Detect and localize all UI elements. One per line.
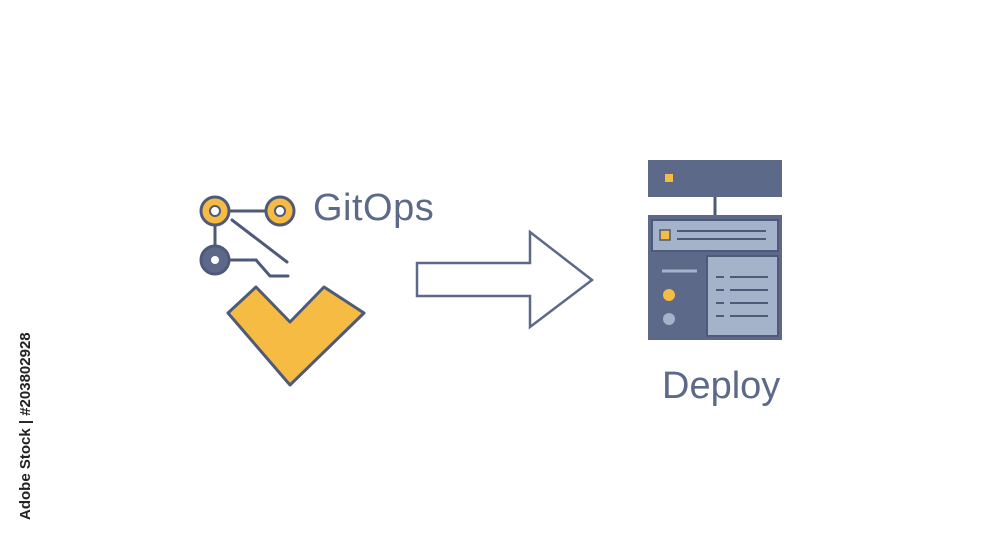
server-list-panel [706,255,779,337]
deploy-label: Deploy [662,365,781,407]
server-icon [648,160,782,340]
git-branch-lines [213,209,290,278]
gitops-label: GitOps [313,187,435,229]
git-commit-node [199,244,231,276]
server-status-light [663,289,675,301]
git-commit-node [199,195,231,227]
gitops-chevron-shape [226,285,366,387]
server-list-lines [716,276,768,317]
stock-watermark-text: Adobe Stock | #203802928 [17,332,34,520]
git-commit-node [264,195,296,227]
server-status-light [663,313,675,325]
gitops-icon [199,195,366,387]
arrow-right-icon [415,229,595,330]
server-header-panel [651,219,779,252]
